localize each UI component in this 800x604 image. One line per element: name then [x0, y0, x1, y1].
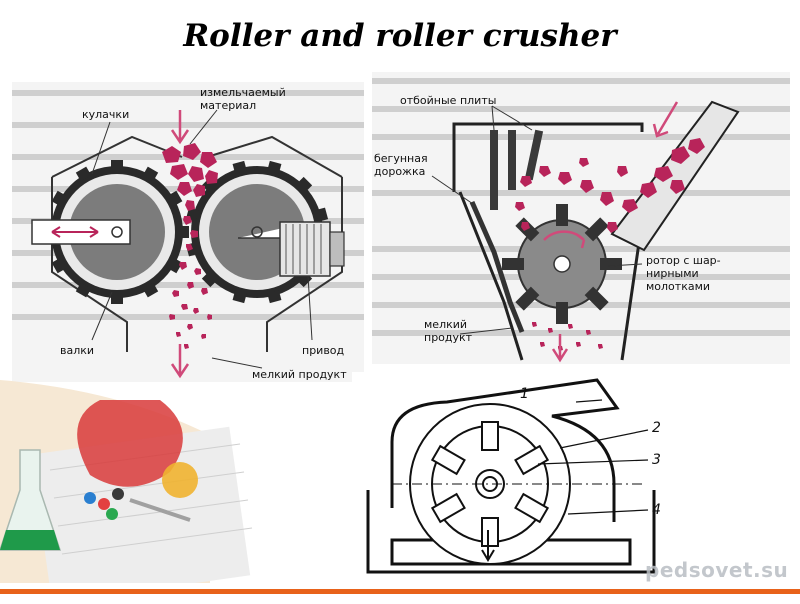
label-breaker-plates: отбойные плиты — [400, 94, 496, 107]
callout-3: 3 — [652, 452, 661, 468]
crushed-material — [515, 138, 705, 351]
label-material-line1: измельчаемый — [200, 86, 286, 99]
lab-glassware-illustration — [0, 380, 340, 604]
label-fine-line1: мелкий — [424, 318, 467, 331]
label-cams: кулачки — [82, 108, 129, 121]
runner-track — [469, 200, 525, 333]
drive-motor — [279, 221, 345, 277]
slide-title: Roller and roller crusher — [183, 18, 617, 54]
hammer-crusher-diagram: отбойные плиты бегунная дорожка ротор с … — [372, 72, 790, 364]
label-rotor-line1: ротор с шар- — [646, 254, 721, 267]
watermark: pedsovet.su — [645, 558, 789, 582]
label-track-line2: дорожка — [374, 165, 425, 178]
breaker-plates — [490, 129, 544, 210]
callout-4: 4 — [652, 502, 661, 518]
bottom-accent-band — [0, 583, 800, 600]
output-arrow — [170, 344, 190, 379]
label-rolls: валки — [60, 344, 94, 357]
label-fine-line2: продукт — [424, 331, 473, 344]
output-arrow — [551, 334, 569, 363]
hammers — [430, 421, 550, 547]
feed-arrow — [170, 110, 190, 145]
crushed-material — [162, 143, 218, 349]
callout-2: 2 — [652, 420, 661, 436]
feed-chute — [610, 100, 740, 252]
label-material-line2: материал — [200, 99, 256, 112]
hammer-mill-drawing: 1 2 3 4 — [352, 372, 670, 580]
feed-arrow — [652, 101, 679, 138]
label-track-line1: бегунная — [374, 152, 428, 165]
left-roll — [31, 160, 189, 304]
label-fine-product: мелкий продукт — [252, 368, 347, 381]
callout-1: 1 — [520, 386, 529, 402]
rotor — [502, 204, 622, 324]
label-rotor-line2: нирными — [646, 267, 699, 280]
roller-crusher-diagram: кулачки измельчаемый материал валки прив… — [12, 82, 364, 382]
label-rotor-line3: молотками — [646, 280, 710, 293]
label-drive: привод — [302, 344, 345, 357]
